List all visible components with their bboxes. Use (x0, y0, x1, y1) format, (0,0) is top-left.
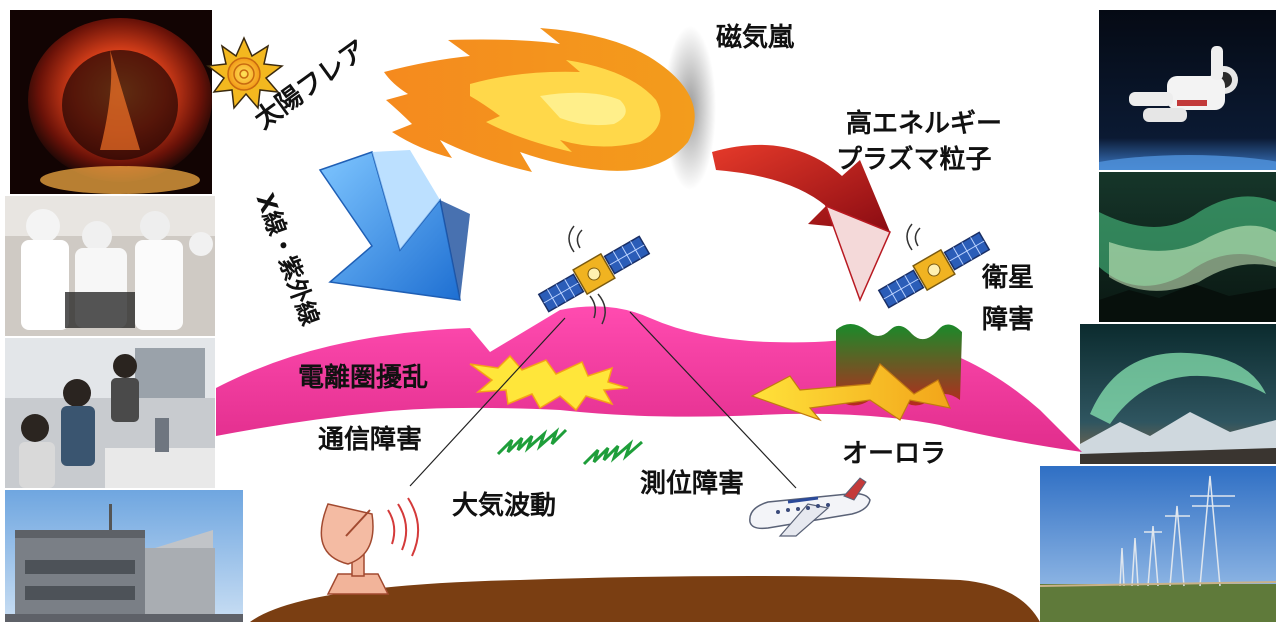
xray-uv-arrow (318, 150, 470, 301)
satellite-icon-2 (877, 231, 991, 309)
magnetic-storm-label: 磁気嵐 (716, 23, 795, 53)
satellite-signal-icon-2 (906, 223, 921, 251)
astronaut-photo (1099, 10, 1276, 170)
solar-flare-plume (384, 26, 716, 190)
airplane-icon (749, 477, 871, 537)
high-energy-label-line1: 高エネルギー (846, 109, 1003, 139)
satellite-failure-label-line1: 衛星 (982, 263, 1035, 293)
signal-lines (409, 311, 797, 489)
students-lab-photo (5, 338, 215, 488)
lab-researchers-photo (5, 196, 215, 336)
aurora-photo-1 (1099, 172, 1276, 322)
volcanic-crater-photo (10, 10, 212, 194)
atmospheric-waves-label: 大気波動 (452, 491, 557, 521)
aurora-photo-2 (1080, 324, 1276, 464)
atmospheric-wave-icon (496, 427, 643, 466)
communication-failure-label: 通信障害 (318, 425, 423, 455)
satellite-failure-label-line2: 障害 (982, 305, 1035, 335)
aurora-bolt-icon (750, 363, 952, 422)
sun-icon (206, 36, 284, 110)
antenna-dish-icon (320, 503, 390, 595)
positioning-failure-label: 測位障害 (640, 469, 745, 499)
satellite-signal-icon-1 (568, 225, 606, 325)
satellite-icon-1 (537, 235, 651, 313)
high-energy-label-line2: プラズマ粒子 (836, 145, 992, 175)
antenna-signal-icon (387, 497, 419, 557)
radar-antenna-array-photo (1040, 466, 1276, 622)
ground (250, 576, 1040, 622)
plasma-particle-arrow (712, 144, 891, 303)
observatory-building-photo (5, 490, 243, 622)
aurora-label: オーロラ (842, 439, 947, 469)
ionosphere-burst-icon (469, 354, 629, 412)
ionosphere-disturbance-label: 電離圏擾乱 (298, 363, 429, 393)
